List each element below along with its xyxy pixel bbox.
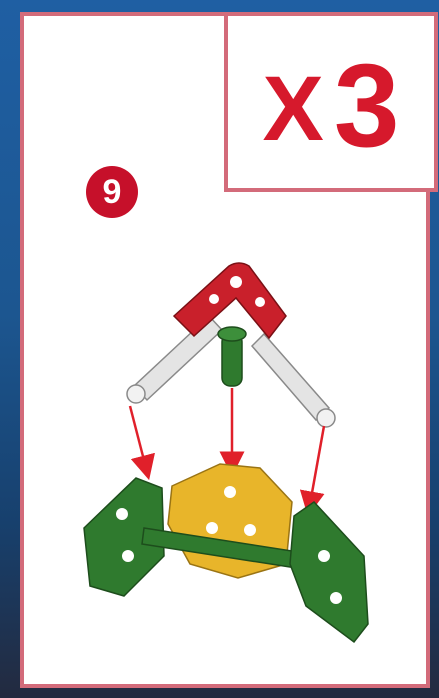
- white-rod-left: [127, 316, 222, 403]
- assembly-illustration: [24, 16, 426, 684]
- green-connector-center: [218, 327, 246, 386]
- green-connector-right: [290, 502, 368, 642]
- white-rod-right: [252, 334, 335, 427]
- arrow-right: [310, 426, 324, 504]
- instruction-card: X3 9: [20, 12, 430, 688]
- arrow-left: [130, 406, 146, 468]
